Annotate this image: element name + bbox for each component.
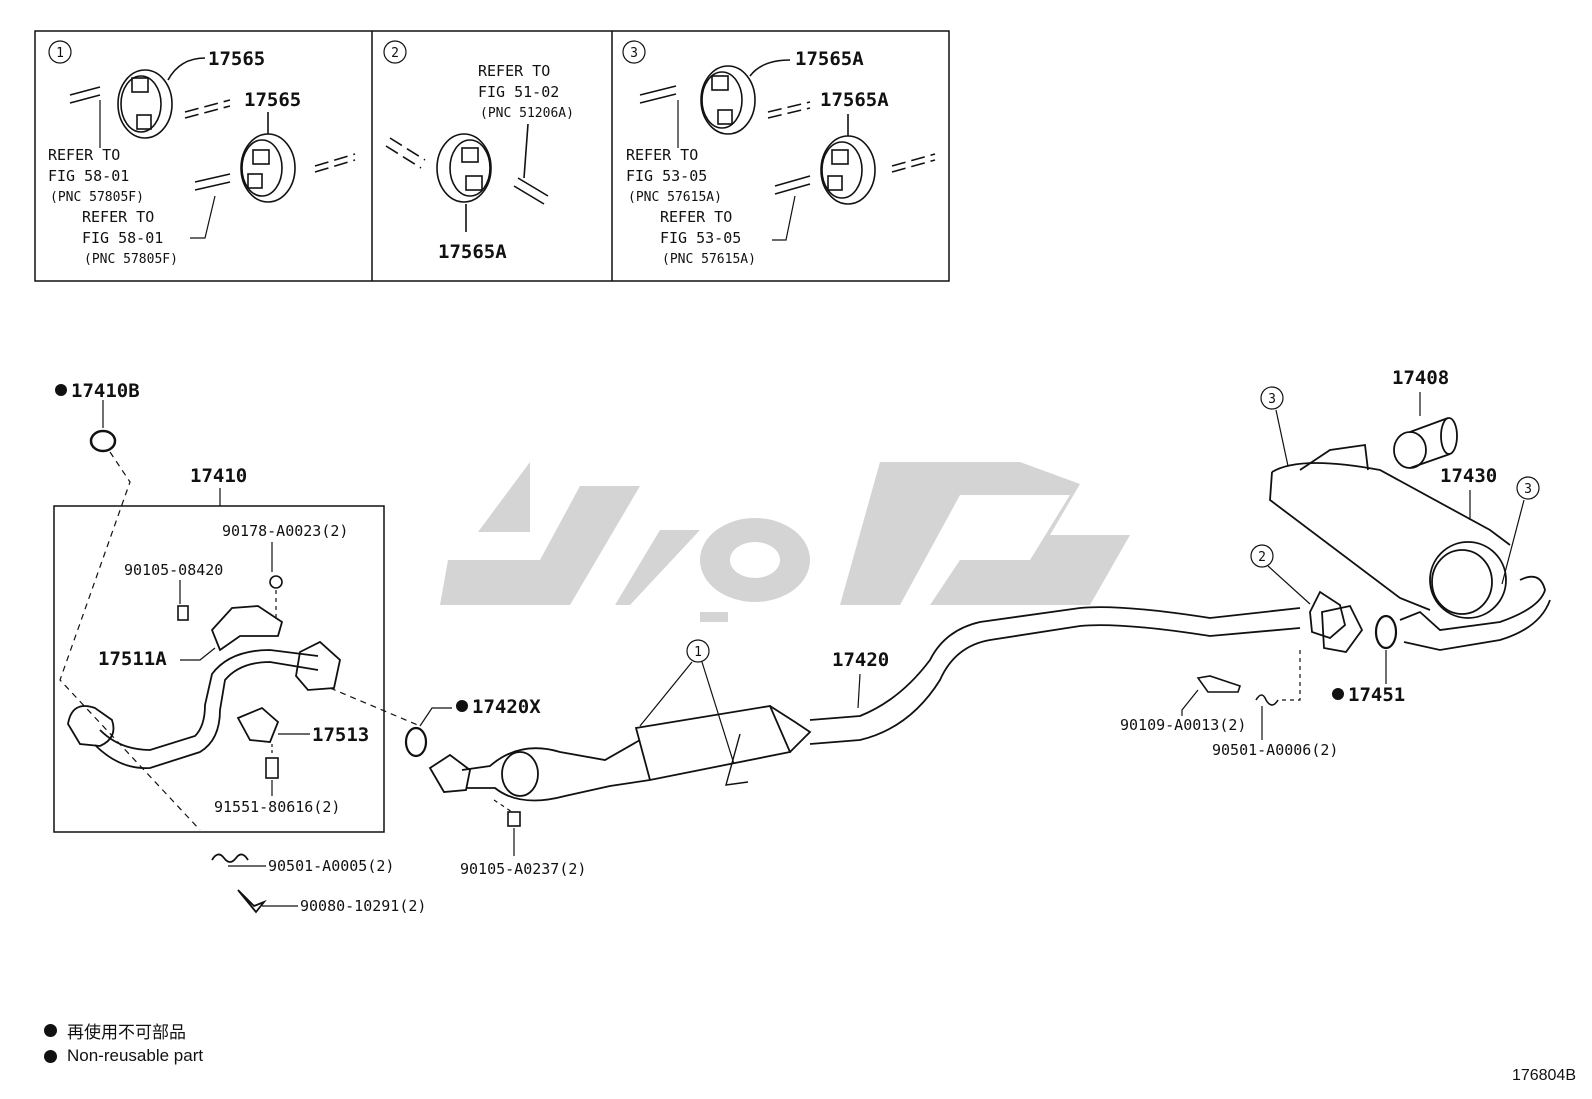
label-17451: 17451 (1348, 684, 1405, 706)
label-17408: 17408 (1392, 367, 1449, 389)
callout-2-number: 2 (1258, 550, 1266, 565)
inset-1-refer1-line2: FIG 58-01 (48, 167, 129, 185)
inset-2-number-badge: 2 (383, 40, 407, 64)
bolt-icon (177, 605, 189, 621)
inset-1-refer2-line2: FIG 58-01 (82, 229, 163, 247)
spring-icon (211, 853, 249, 863)
label-17430: 17430 (1440, 465, 1497, 487)
inset-panels (34, 30, 950, 282)
label-90178: 90178-A0023(2) (222, 522, 348, 540)
inset-3: 3 17565A 17565A REFER TO FIG 53-05 (PN (622, 40, 936, 267)
inset-2-label: 17565A (438, 241, 507, 263)
tail-pipe-tip-icon (1393, 417, 1458, 469)
gasket-icon (1374, 614, 1398, 650)
inset-3-refer2-line1: REFER TO (660, 208, 732, 226)
label-90105-A0237: 90105-A0237(2) (460, 860, 586, 878)
label-90080: 90080-10291(2) (300, 897, 426, 915)
inset-3-label-b: 17565A (820, 89, 889, 111)
label-17420X: 17420X (472, 696, 541, 718)
watermark-logo (440, 462, 1130, 622)
legend-row-en: Non-reusable part (44, 1046, 203, 1066)
inset-1-number: 1 (56, 46, 64, 61)
inset-1-refer2-line1: REFER TO (82, 208, 154, 226)
gasket-icon (404, 726, 428, 758)
nut-icon (269, 575, 283, 589)
inset-2-refer1-line1: REFER TO (478, 62, 550, 80)
inset-2-number: 2 (391, 46, 399, 61)
part-17430: 17408 17430 3 3 2 (1250, 367, 1551, 651)
legend-row-jp: 再使用不可部品 (44, 1018, 186, 1043)
inset-1-number-badge: 1 (48, 40, 72, 64)
callout-3a: 3 (1260, 386, 1289, 467)
label-90501-A0005: 90501-A0005(2) (268, 857, 394, 875)
rubber-hanger-icon (385, 123, 549, 232)
inset-1-refer2-line3: (PNC 57805F) (84, 252, 178, 267)
bullet-icon (44, 1024, 57, 1037)
inset-1-label-a: 17565 (208, 48, 265, 70)
inset-2-refer1-line3: (PNC 51206A) (480, 106, 574, 121)
inset-1-refer1-line3: (PNC 57805F) (50, 190, 144, 205)
inset-3-label-a: 17565A (795, 48, 864, 70)
inset-3-refer2-line2: FIG 53-05 (660, 229, 741, 247)
callout-1-number: 1 (694, 645, 702, 660)
inset-3-refer1-line1: REFER TO (626, 146, 698, 164)
muffler-icon (1269, 443, 1551, 651)
bolt-icon (507, 811, 521, 827)
label-90105-08420: 90105-08420 (124, 561, 223, 579)
callout-1: 1 (639, 639, 735, 765)
label-17511A: 17511A (98, 648, 167, 670)
part-17420X: 17420X (404, 696, 541, 758)
inset-3-number: 3 (630, 46, 638, 61)
rear-joint: 17451 90501-A0006(2) 90109-A0013(2) (1120, 604, 1405, 759)
gasket-icon (89, 429, 117, 453)
inset-2: 2 REFER TO FIG 51-02 (PNC 51206A) 17565A (383, 40, 574, 263)
bolt-icon (1196, 675, 1242, 693)
heat-shield-icon (210, 605, 284, 652)
inset-1-refer1-line1: REFER TO (48, 146, 120, 164)
callout-3a-number: 3 (1268, 392, 1276, 407)
front-pipe-icon (67, 640, 341, 769)
inset-3-refer1-line2: FIG 53-05 (626, 167, 707, 185)
inset-3-number-badge: 3 (622, 40, 646, 64)
bullet-icon (44, 1049, 57, 1063)
flange-icon (1321, 604, 1364, 653)
spring-icon (1255, 694, 1279, 706)
inset-3-refer2-line3: (PNC 57615A) (662, 252, 756, 267)
label-17420: 17420 (832, 649, 889, 671)
spring-and-bolt: 90501-A0005(2) 90080-10291(2) (211, 853, 426, 915)
part-17410B: 17410B (55, 380, 201, 831)
bracket-icon (236, 706, 280, 743)
rubber-hanger-icon (639, 59, 811, 135)
hanger-bracket-icon (725, 733, 749, 786)
label-90109: 90109-A0013(2) (1120, 716, 1246, 734)
inset-1-label-b: 17565 (244, 89, 301, 111)
figure-number: 176804B (1511, 1067, 1576, 1084)
rubber-hanger-icon (194, 112, 356, 203)
label-17513: 17513 (312, 724, 369, 746)
legend-en: Non-reusable part (67, 1046, 204, 1065)
catalytic-converter-icon (428, 606, 1301, 802)
callout-3b: 3 (1501, 476, 1540, 585)
label-17410B: 17410B (71, 380, 140, 402)
label-17410: 17410 (190, 465, 247, 487)
inset-2-refer1-line2: FIG 51-02 (478, 83, 559, 101)
rubber-hanger-icon (69, 57, 231, 139)
assembly-box (53, 505, 385, 833)
label-91551: 91551-80616(2) (214, 798, 340, 816)
legend-jp: 再使用不可部品 (67, 1023, 186, 1042)
inset-3-refer1-line3: (PNC 57615A) (628, 190, 722, 205)
bolt-icon (237, 889, 267, 914)
rubber-hanger-icon (774, 114, 936, 205)
label-90501-A0006: 90501-A0006(2) (1212, 741, 1338, 759)
part-17420: 17420 1 90105-A0237(2) (428, 606, 1301, 878)
callout-2: 2 (1250, 544, 1311, 605)
callout-3b-number: 3 (1524, 482, 1532, 497)
part-17410-assembly: 17410 90178-A0023(2) 90105-08420 17511A … (53, 465, 421, 833)
inset-1: 1 17565 17565 REFER TO FIG 58-01 (48, 40, 356, 267)
bolt-icon (265, 757, 279, 779)
